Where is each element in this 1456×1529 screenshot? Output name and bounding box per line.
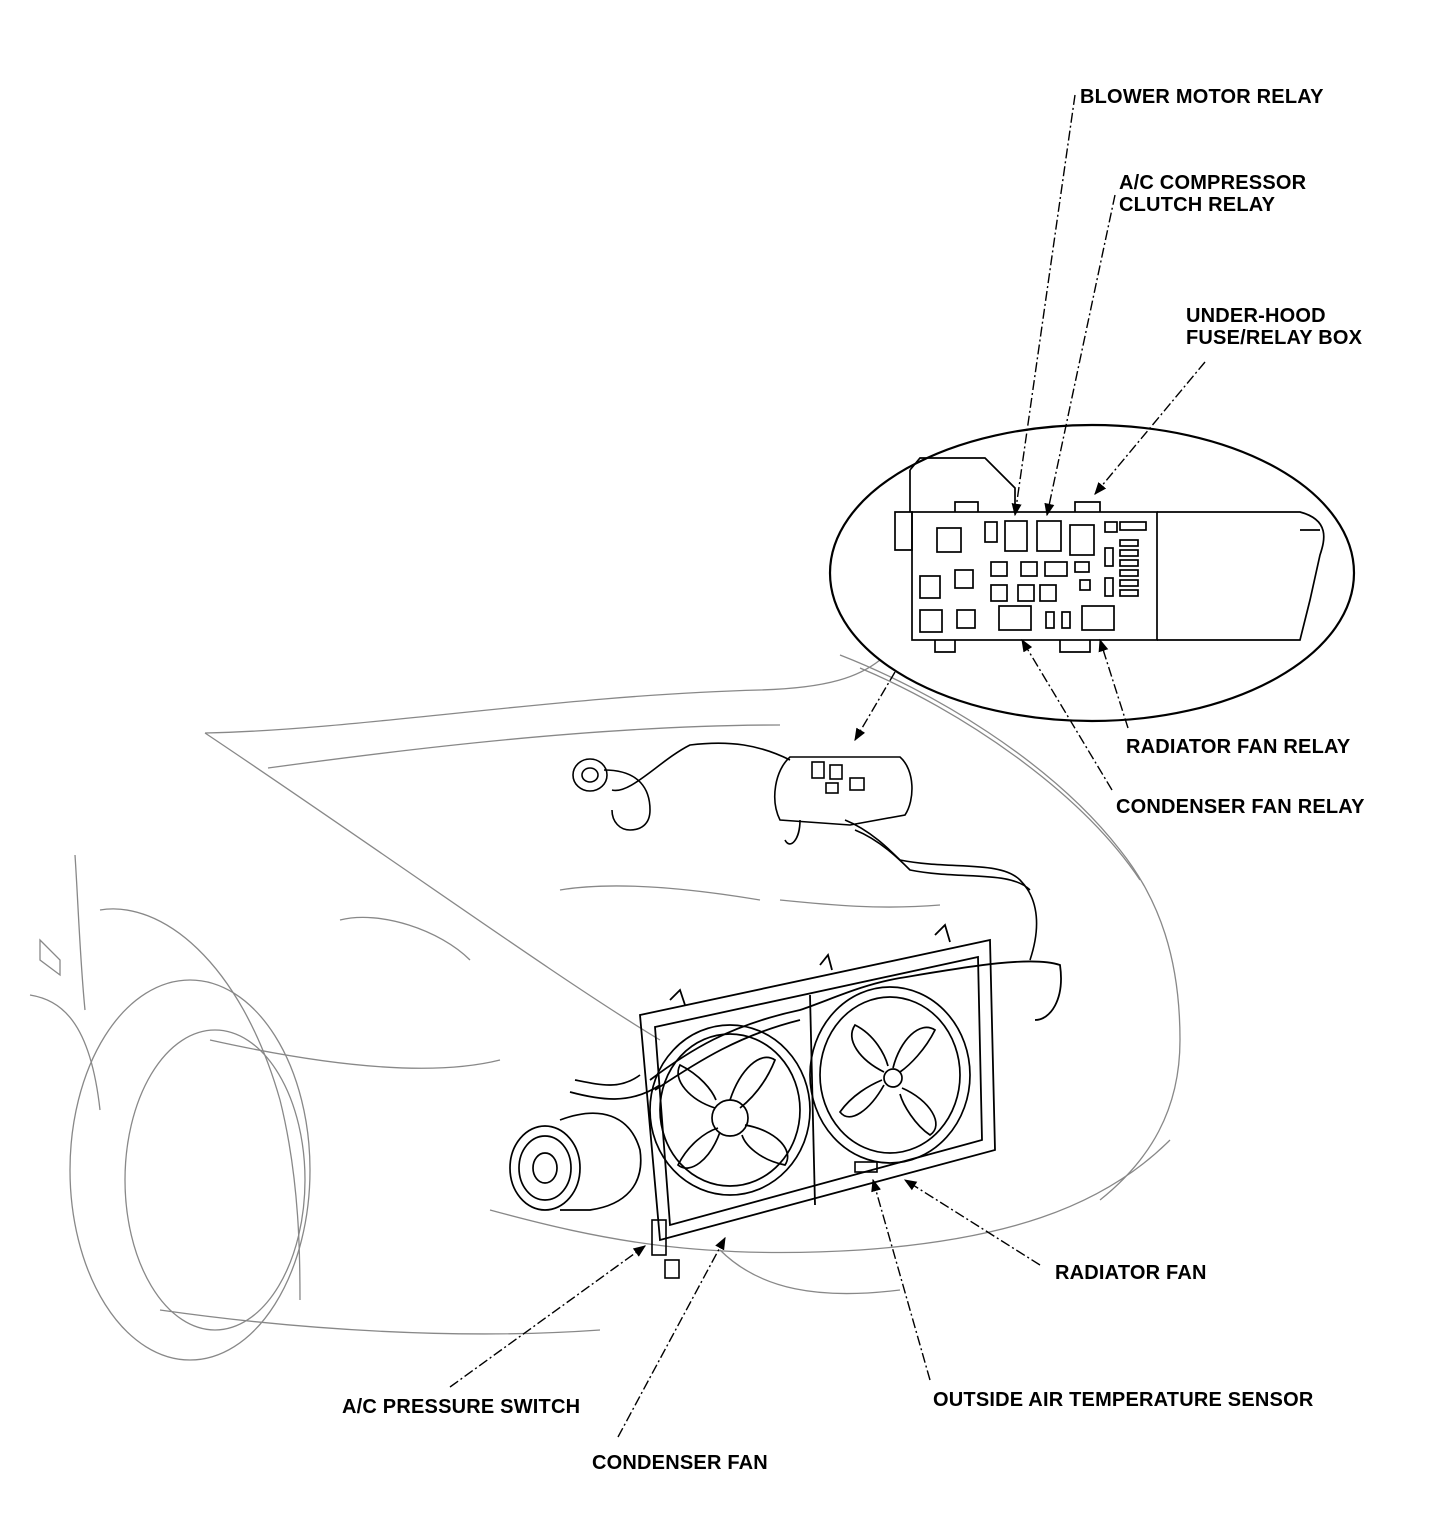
label-under-hood-fuse-relay-box: UNDER-HOOD FUSE/RELAY BOX	[1186, 305, 1363, 349]
ac-compressor	[509, 1074, 661, 1211]
leader-condenser-fan	[617, 1236, 726, 1438]
label-condenser-fan: CONDENSER FAN	[592, 1452, 768, 1474]
label-radiator-fan-relay: RADIATOR FAN RELAY	[1126, 736, 1351, 758]
under-hood-fuse-relay-box	[894, 457, 1325, 653]
leader-condenser-fan-relay	[1021, 638, 1113, 791]
label-ac-compressor-clutch-relay: A/C COMPRESSOR CLUTCH RELAY	[1119, 172, 1307, 216]
label-outside-air-temperature-sensor: OUTSIDE AIR TEMPERATURE SENSOR	[933, 1389, 1314, 1411]
leader-ac-pressure-switch	[449, 1245, 647, 1388]
wiring-harness	[572, 742, 1038, 961]
label-condenser-fan-relay: CONDENSER FAN RELAY	[1116, 796, 1365, 818]
leader-outside-air-temperature-sensor	[871, 1178, 931, 1381]
leader-magnifier-to-bay	[854, 671, 896, 742]
leader-ac-compressor-clutch-relay	[1044, 194, 1116, 517]
leader-under-hood-fuse-relay-box	[1094, 361, 1206, 495]
car-body-outline	[29, 654, 1181, 1361]
leader-radiator-fan	[903, 1179, 1041, 1266]
leader-blower-motor-relay	[1011, 94, 1076, 517]
label-blower-motor-relay: BLOWER MOTOR RELAY	[1080, 86, 1324, 108]
label-ac-pressure-switch: A/C PRESSURE SWITCH	[342, 1396, 581, 1418]
leader-lines	[449, 94, 1206, 1438]
condenser-fan	[649, 1024, 811, 1196]
engine-bay-fuse-box	[774, 756, 913, 826]
detail-magnifier	[828, 423, 1356, 723]
sensor-parts	[651, 1161, 878, 1279]
label-radiator-fan: RADIATOR FAN	[1055, 1262, 1207, 1284]
radiator-fan	[809, 986, 971, 1164]
leader-radiator-fan-relay	[1098, 638, 1129, 729]
